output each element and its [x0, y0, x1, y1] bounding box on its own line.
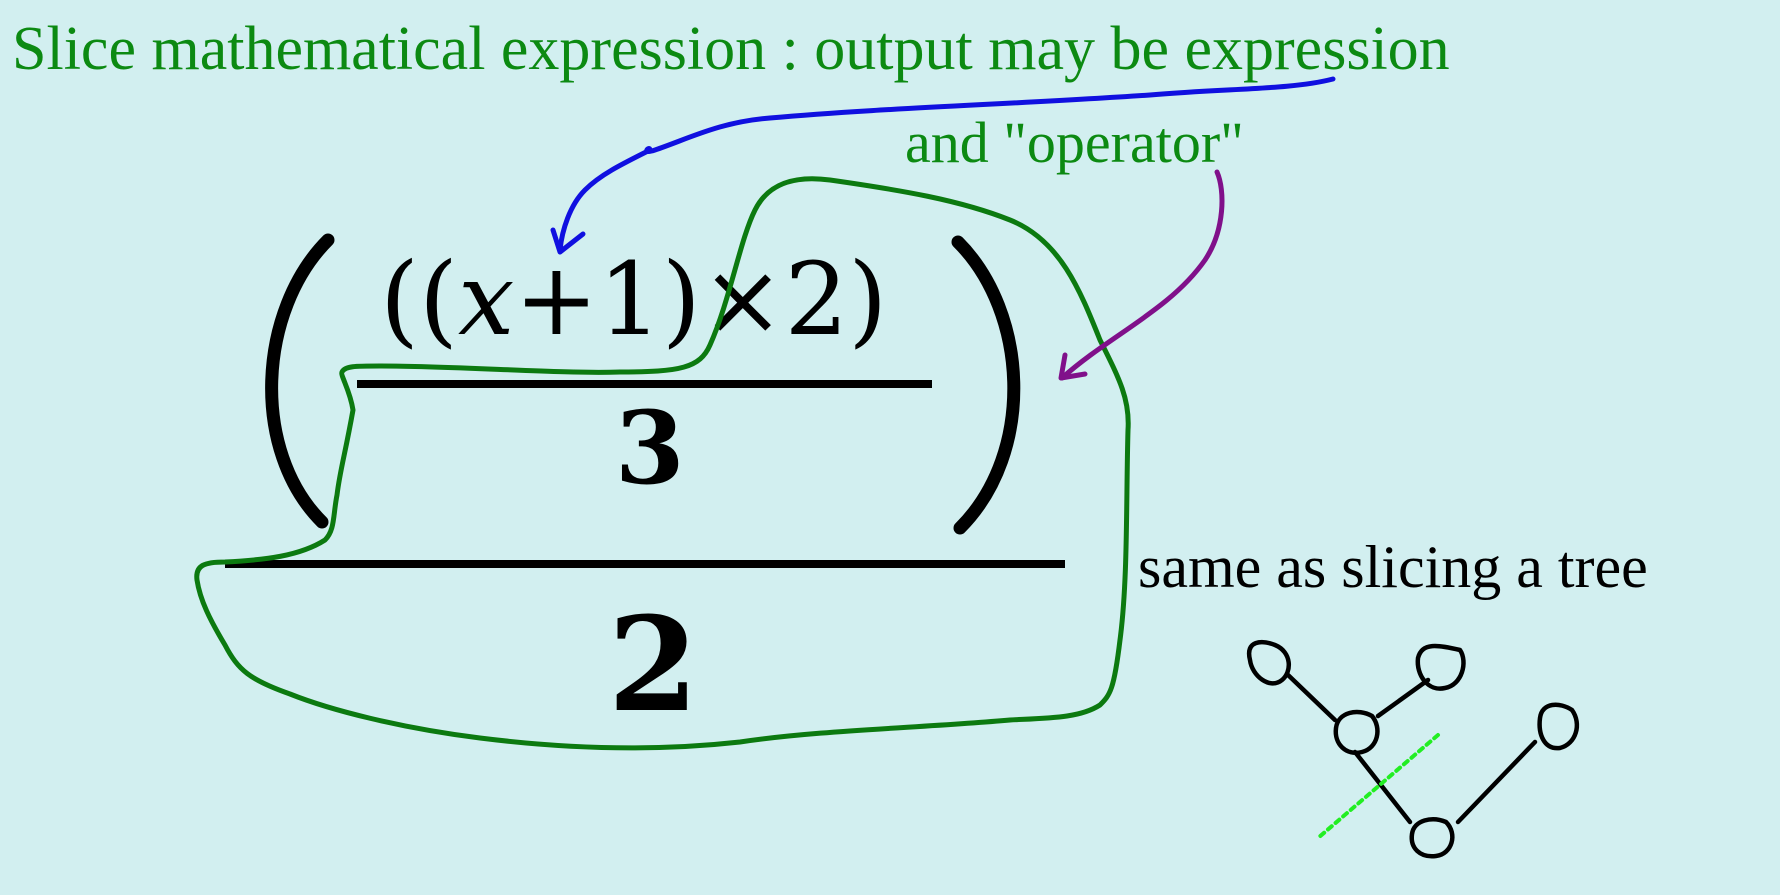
- variable-x: x: [458, 241, 515, 358]
- operator-annotation: and "operator": [905, 110, 1244, 175]
- inner-numerator: ((x+1)×2): [380, 250, 887, 350]
- title-annotation: Slice mathematical expression : output m…: [12, 15, 1450, 83]
- numerator-open-parens: ((: [380, 241, 459, 358]
- numerator-rest: +1)×2): [514, 241, 888, 358]
- slice-outline: [194, 176, 1131, 751]
- right-big-paren: [951, 235, 1021, 535]
- arrow-to-expression-icon: [557, 76, 1336, 253]
- outer-denominator: 2: [608, 588, 699, 741]
- inner-denominator: 3: [615, 389, 685, 507]
- cut-line: [1316, 733, 1440, 840]
- arrow-to-expression-head: [550, 227, 586, 255]
- arrow-to-operator-head: [1058, 352, 1088, 381]
- tree-diagram-icon: [1246, 640, 1580, 859]
- left-big-paren: [265, 233, 335, 529]
- tree-annotation: same as slicing a tree: [1138, 534, 1648, 600]
- arrow-to-operator-icon: [1059, 169, 1225, 381]
